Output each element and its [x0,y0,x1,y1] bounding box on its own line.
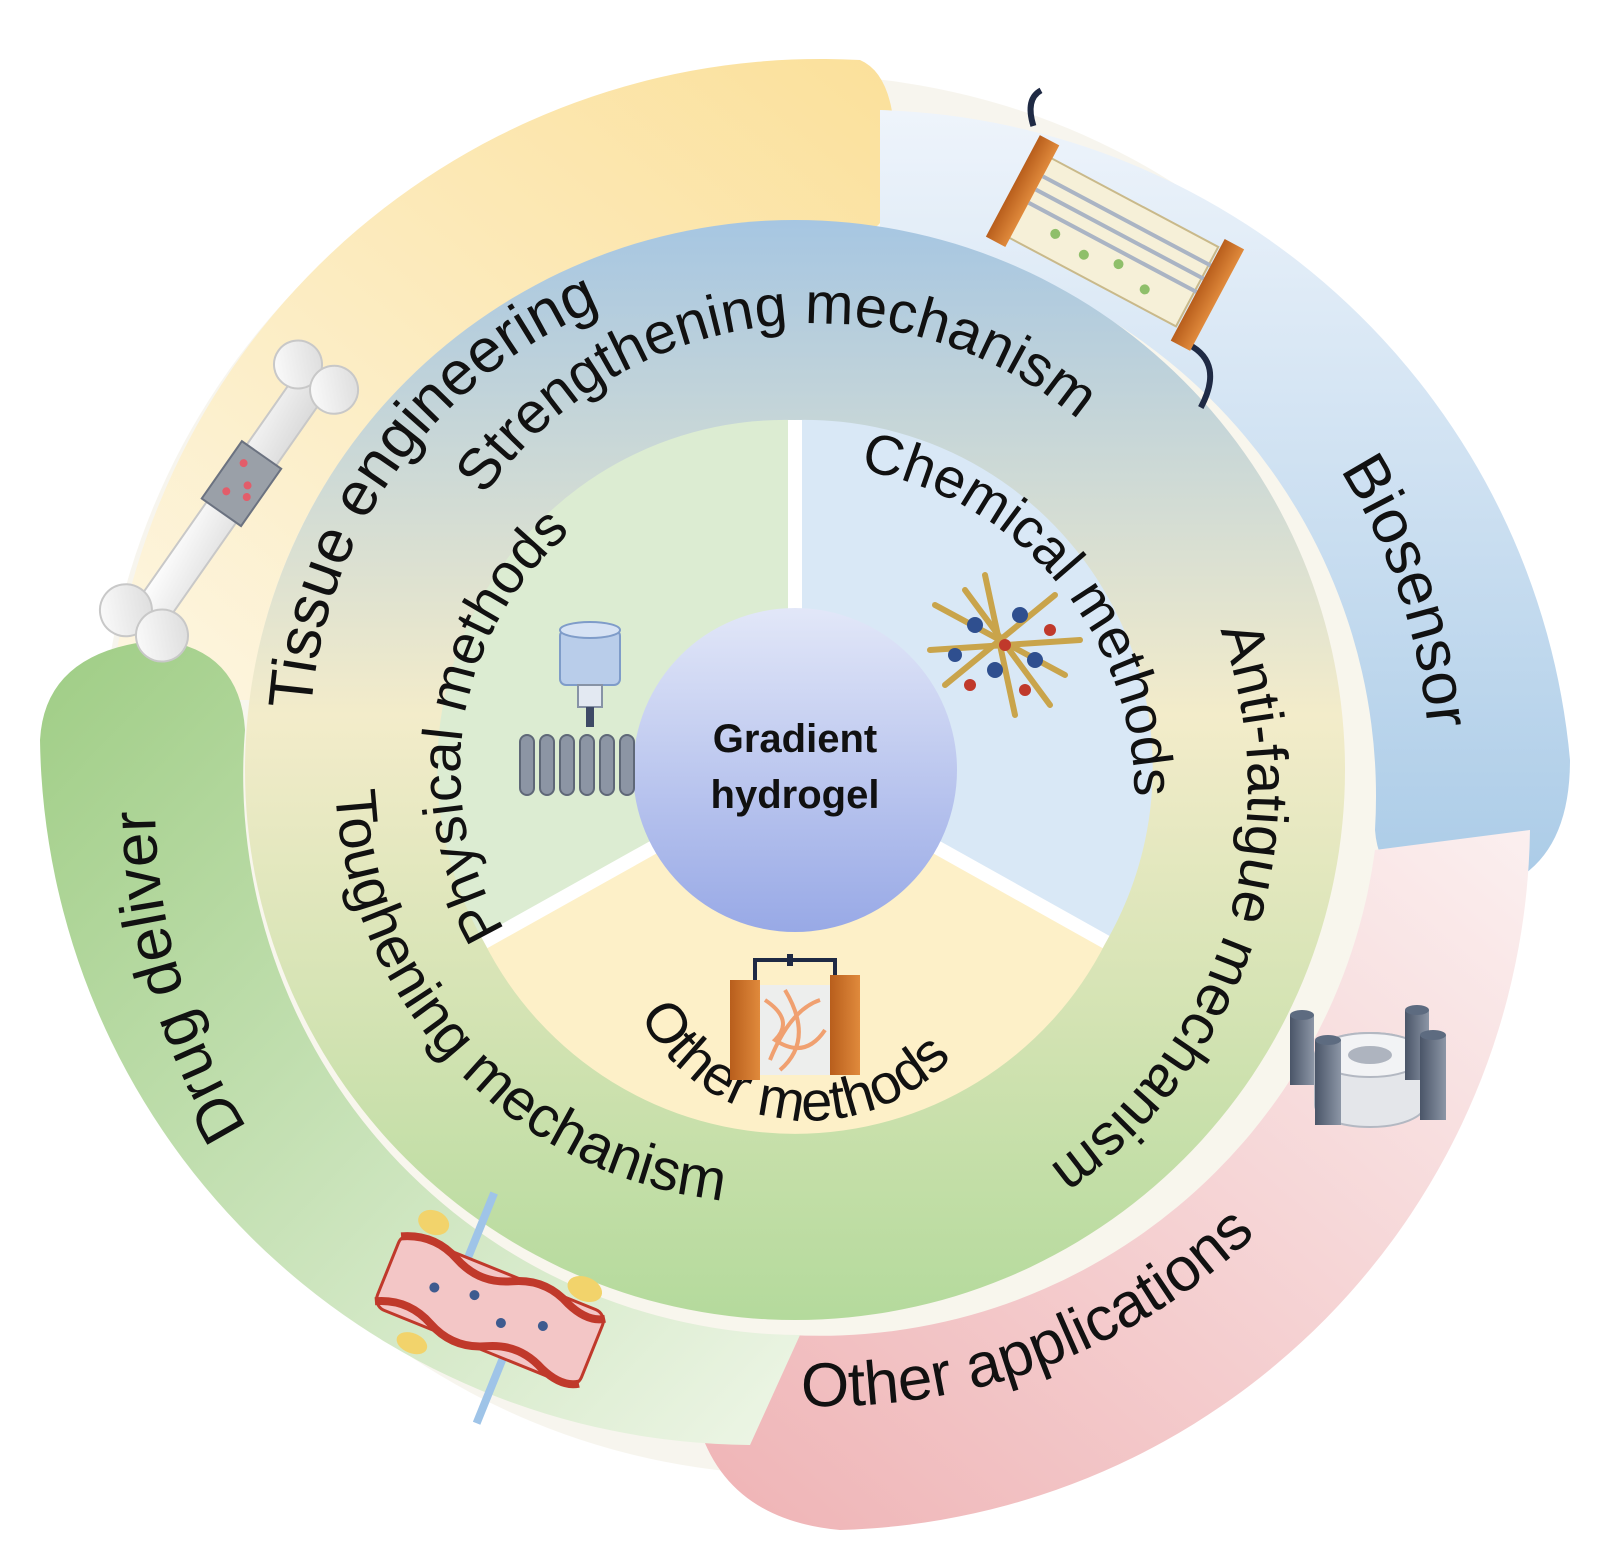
band-tissue-engineering[interactable] [110,58,896,700]
band-biosensor[interactable] [880,110,1570,896]
center-circle[interactable] [633,608,957,932]
band-drug-delivery[interactable] [40,640,800,1445]
bone-icon [98,339,360,663]
electrophoresis-cell-icon [730,954,860,1080]
center-title-line1: Gradient [713,717,877,761]
nozzle-printing-icon [519,621,635,796]
blood-vessel-icon [374,1191,606,1425]
band-other-applications[interactable] [699,830,1530,1530]
cylinder-ring-icon [1290,1005,1446,1128]
center-title-line2: hydrogel [711,773,880,817]
biosensor-device-icon [985,87,1245,409]
polymer-network-icon [927,572,1083,718]
